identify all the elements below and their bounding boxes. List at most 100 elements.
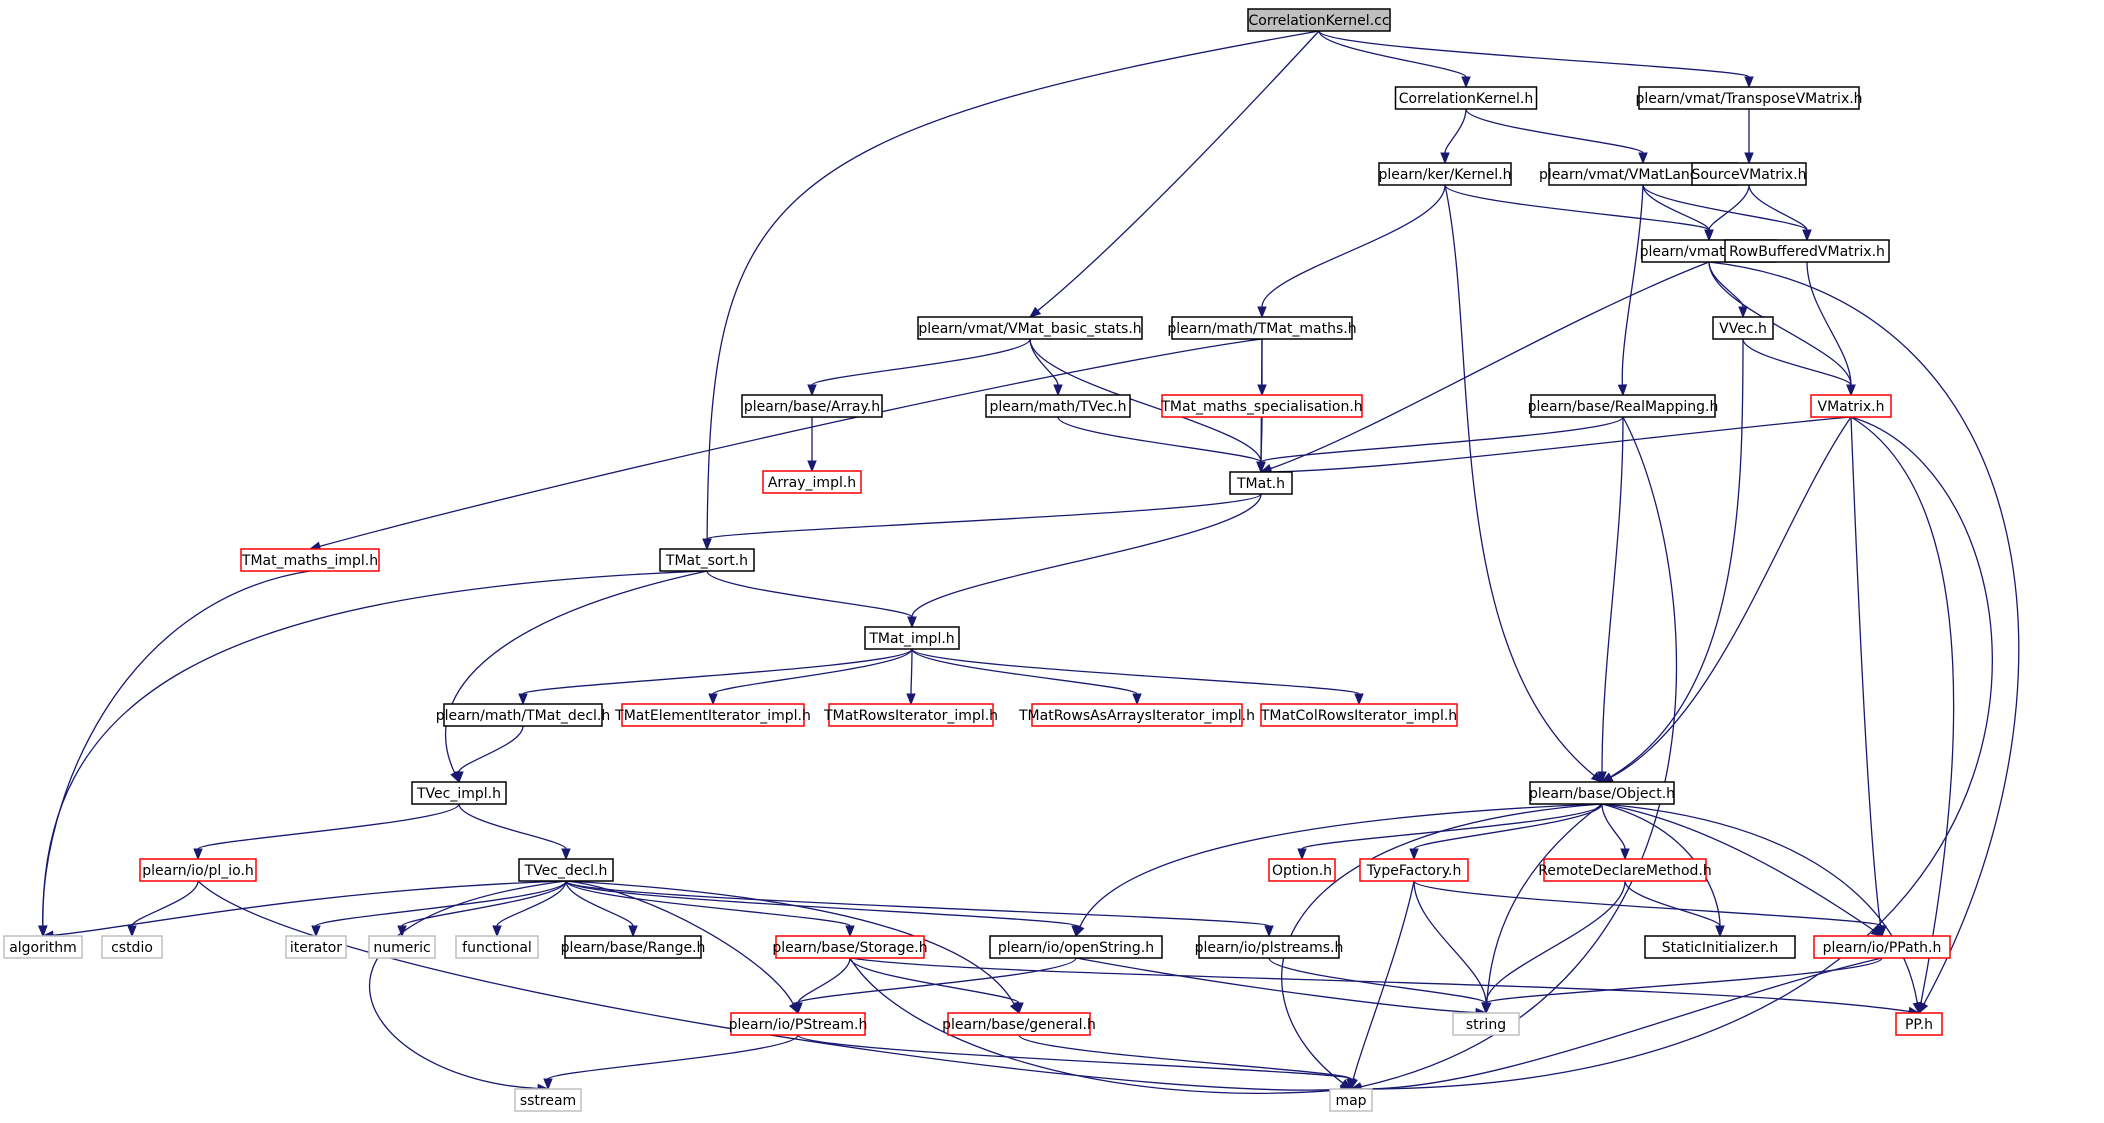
edge-line bbox=[911, 493, 1262, 618]
node-tmatcol[interactable]: TMatColRowsIterator_impl.h bbox=[1260, 703, 1458, 727]
node-remote[interactable]: RemoteDeclareMethod.h bbox=[1538, 858, 1712, 882]
node-label: string bbox=[1466, 1017, 1506, 1033]
node-label: algorithm bbox=[9, 940, 77, 956]
node-tmatmaths[interactable]: plearn/math/TMat_maths.h bbox=[1167, 316, 1357, 340]
arrowhead bbox=[1877, 925, 1887, 938]
node-tmatimpl[interactable]: TMat_impl.h bbox=[864, 626, 960, 650]
node-tmatmathsimpl[interactable]: TMat_maths_impl.h bbox=[240, 548, 380, 572]
edge-tmatimpl-tmatelem bbox=[708, 648, 913, 706]
node-label: VVec.h bbox=[1719, 321, 1767, 337]
node-rowbuf[interactable]: RowBufferedVMatrix.h bbox=[1724, 239, 1890, 263]
node-openstr[interactable]: plearn/io/openString.h bbox=[989, 935, 1163, 959]
arrowhead bbox=[193, 848, 203, 861]
edge-line bbox=[445, 570, 708, 774]
arrowhead bbox=[1297, 848, 1307, 861]
node-pstream[interactable]: plearn/io/PStream.h bbox=[729, 1012, 868, 1036]
node-realmap[interactable]: plearn/base/RealMapping.h bbox=[1528, 394, 1719, 418]
node-label: SourceVMatrix.h bbox=[1691, 167, 1806, 183]
node-range[interactable]: plearn/base/Range.h bbox=[561, 935, 706, 959]
node-vvec[interactable]: VVec.h bbox=[1712, 316, 1774, 340]
node-label: TypeFactory.h bbox=[1366, 863, 1462, 879]
node-box bbox=[1691, 162, 1807, 186]
arrowhead bbox=[454, 771, 464, 784]
node-box bbox=[1530, 394, 1716, 418]
node-tmatsort[interactable]: TMat_sort.h bbox=[659, 548, 755, 572]
node-arrayimpl[interactable]: Array_impl.h bbox=[762, 470, 862, 494]
arrowhead bbox=[702, 538, 712, 551]
node-tmatspec[interactable]: TMat_maths_specialisation.h bbox=[1160, 394, 1363, 418]
arrowhead bbox=[807, 460, 817, 473]
node-box bbox=[443, 703, 603, 727]
arrowhead bbox=[1348, 1077, 1358, 1091]
edge-pstream-sstream bbox=[543, 1034, 799, 1091]
node-option[interactable]: Option.h bbox=[1268, 858, 1336, 882]
node-tvecdecl[interactable]: TVec_decl.h bbox=[518, 858, 614, 882]
node-storage[interactable]: plearn/base/Storage.h bbox=[772, 935, 928, 959]
node-general[interactable]: plearn/base/general.h bbox=[942, 1012, 1096, 1036]
node-label: plearn/base/general.h bbox=[942, 1017, 1096, 1033]
node-box bbox=[1161, 394, 1363, 418]
edge-line bbox=[1413, 880, 1487, 1004]
edge-vmat-vvec bbox=[1708, 261, 1748, 319]
edge-basicstats-tvech bbox=[1029, 338, 1063, 397]
edge-line bbox=[1260, 416, 1624, 463]
node-ppath[interactable]: plearn/io/PPath.h bbox=[1813, 935, 1951, 959]
edge-vmat-tmath bbox=[1259, 261, 1710, 473]
arrowhead bbox=[1744, 76, 1754, 89]
node-pph[interactable]: PP.h bbox=[1895, 1012, 1943, 1036]
node-plio[interactable]: plearn/io/pl_io.h bbox=[139, 858, 257, 882]
node-tmatdecl[interactable]: plearn/math/TMat_decl.h bbox=[436, 703, 610, 727]
edge-tmatdecl-tvecimpl bbox=[454, 725, 524, 784]
edge-transp-sourcev bbox=[1744, 109, 1754, 165]
edge-line bbox=[1708, 261, 2020, 1005]
node-tvech[interactable]: plearn/math/TVec.h bbox=[985, 394, 1131, 418]
edge-vmatrix-map bbox=[1349, 416, 1993, 1094]
node-box bbox=[947, 1012, 1091, 1036]
node-typefact[interactable]: TypeFactory.h bbox=[1359, 858, 1469, 882]
arrowhead bbox=[543, 1078, 553, 1091]
edge-line bbox=[1360, 957, 1883, 1090]
node-array[interactable]: plearn/base/Array.h bbox=[741, 394, 883, 418]
node-tmatrows[interactable]: TMatRowsIterator_impl.h bbox=[823, 703, 998, 727]
node-vmatrix[interactable]: VMatrix.h bbox=[1810, 394, 1892, 418]
arrowhead bbox=[1132, 693, 1142, 706]
node-sourcev[interactable]: SourceVMatrix.h bbox=[1691, 162, 1807, 186]
node-box bbox=[101, 935, 163, 959]
edge-line bbox=[1360, 416, 1993, 1090]
edge-line bbox=[1485, 880, 1626, 1004]
node-label: TMat_sort.h bbox=[665, 553, 748, 569]
edge-vvec-vmatrix bbox=[1742, 338, 1856, 397]
node-algorithm: algorithm bbox=[3, 935, 83, 959]
node-label: plearn/io/PPath.h bbox=[1823, 940, 1942, 956]
edge-object-option bbox=[1297, 803, 1603, 861]
edge-line bbox=[1270, 416, 1852, 473]
node-tmath[interactable]: TMat.h bbox=[1229, 471, 1293, 495]
edge-ppath-string bbox=[1481, 957, 1883, 1015]
node-label: CorrelationKernel.cc bbox=[1248, 13, 1389, 29]
node-object[interactable]: plearn/base/Object.h bbox=[1529, 781, 1675, 805]
arrowhead bbox=[1053, 384, 1063, 397]
node-basicstats[interactable]: plearn/vmat/VMat_basic_stats.h bbox=[917, 316, 1143, 340]
edge-line bbox=[911, 648, 1360, 695]
edge-tvecdecl-algorithm bbox=[41, 880, 567, 940]
edge-line bbox=[1850, 416, 1955, 1004]
node-tvecimpl[interactable]: TVec_impl.h bbox=[411, 781, 507, 805]
node-box bbox=[1712, 316, 1774, 340]
node-kernel[interactable]: plearn/ker/Kernel.h bbox=[1378, 162, 1512, 186]
node-tmatelem[interactable]: TMatElementIterator_impl.h bbox=[614, 703, 811, 727]
node-plstreams[interactable]: plearn/io/plstreams.h bbox=[1195, 935, 1344, 959]
edge-line bbox=[849, 957, 1342, 1094]
edge-line bbox=[458, 725, 524, 773]
edge-typefact-ppath bbox=[1413, 880, 1887, 938]
edge-plio-cstdio bbox=[127, 880, 199, 938]
node-box bbox=[864, 626, 960, 650]
node-staticinit[interactable]: StaticInitializer.h bbox=[1644, 935, 1796, 959]
edge-line bbox=[1057, 416, 1262, 463]
arrowhead bbox=[1461, 76, 1471, 89]
node-corrh[interactable]: CorrelationKernel.h bbox=[1394, 86, 1538, 110]
node-tmatrowsarr[interactable]: TMatRowsAsArraysIterator_impl.h bbox=[1018, 703, 1255, 727]
node-cstdio: cstdio bbox=[101, 935, 163, 959]
edge-object-string bbox=[1482, 803, 1603, 1015]
node-transp[interactable]: plearn/vmat/TransposeVMatrix.h bbox=[1635, 86, 1863, 110]
node-label: TMatRowsIterator_impl.h bbox=[823, 708, 998, 724]
